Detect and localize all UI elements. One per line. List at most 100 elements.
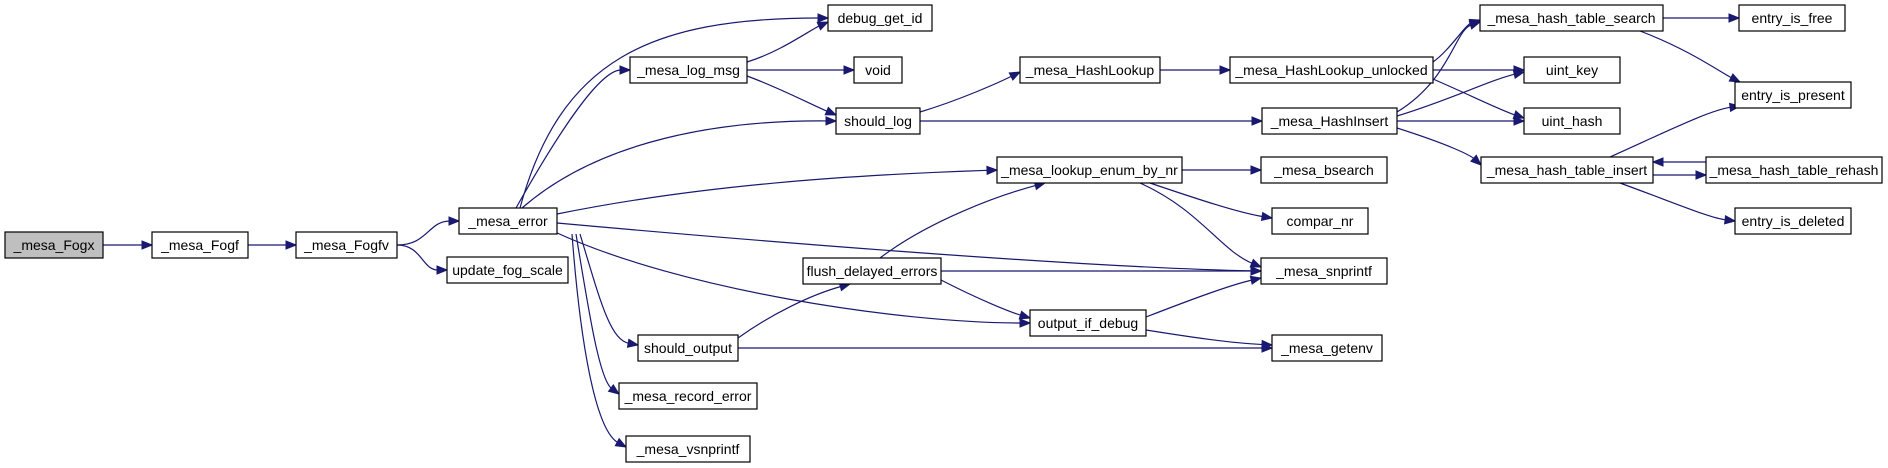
edge-arrowhead [436,265,449,275]
node-label: uint_hash [1542,113,1603,129]
edge-arrowhead [448,216,461,226]
edge-output_if_debug-to-mesa_snprintf [1145,275,1263,318]
edge-mesa_fogfv-to-mesa_error [396,216,461,246]
node-label: debug_get_id [838,10,923,26]
node-mesa_hashlookup[interactable]: _mesa_HashLookup [1019,56,1161,84]
node-mesa_hash_table_insert[interactable]: _mesa_hash_table_insert [1480,156,1654,184]
edge-mesa_lookup_enum_by_nr-to-mesa_bsearch [1182,165,1263,175]
node-flush_delayed_errors[interactable]: flush_delayed_errors [802,257,942,285]
node-mesa_fogfv[interactable]: _mesa_Fogfv [295,231,398,259]
edge-line [396,244,439,271]
node-label: void [865,62,891,78]
edge-arrowhead [285,240,298,250]
node-mesa_bsearch[interactable]: _mesa_bsearch [1260,156,1388,184]
node-mesa_vsnprintf[interactable]: _mesa_vsnprintf [625,435,751,463]
node-debug_get_id[interactable]: debug_get_id [827,4,933,32]
edge-arrowhead [1219,65,1232,75]
node-box [827,4,933,32]
node-label: _mesa_error [467,213,548,229]
edge-arrowhead [607,383,621,395]
edge-mesa_hashlookup-to-mesa_hashlookup_unlocked [1160,65,1232,75]
node-uint_hash[interactable]: uint_hash [1523,107,1621,135]
edge-arrowhead [1018,310,1032,320]
node-box [802,257,942,285]
node-mesa_getenv[interactable]: _mesa_getenv [1271,334,1383,362]
edge-arrowhead [619,65,632,75]
edge-flush_delayed_errors-to-mesa_lookup_enum_by_nr [879,181,1047,259]
node-void[interactable]: void [853,56,903,84]
node-entry_is_free[interactable]: entry_is_free [1738,4,1846,32]
edge-line [396,220,451,246]
edge-mesa_hash_table_search-to-entry_is_present [1639,30,1742,83]
node-label: _mesa_HashLookup [1025,62,1155,78]
edge-arrowhead [843,65,856,75]
node-box [629,56,748,84]
edge-mesa_hashinsert-to-mesa_hash_table_insert [1396,127,1482,166]
edge-mesa_error-to-mesa_lookup_enum_by_nr [556,165,999,215]
node-entry_is_deleted[interactable]: entry_is_deleted [1734,207,1852,235]
node-mesa_hashlookup_unlocked[interactable]: _mesa_HashLookup_unlocked [1229,56,1434,84]
node-box [151,231,249,259]
node-mesa_snprintf[interactable]: _mesa_snprintf [1260,257,1388,285]
node-compar_nr[interactable]: compar_nr [1271,207,1369,235]
edge-mesa_fogx-to-mesa_fogf [103,240,154,250]
edge-mesa_lookup_enum_by_nr-to-compar_nr [1149,182,1274,222]
node-update_fog_scale[interactable]: update_fog_scale [446,256,569,284]
edge-arrowhead [1008,71,1022,81]
edge-arrowhead [1251,116,1264,126]
node-box [1260,156,1388,184]
node-mesa_record_error[interactable]: _mesa_record_error [618,382,758,410]
edge-should_output-to-mesa_getenv [738,343,1274,353]
edge-line [1145,279,1253,318]
node-box [1019,56,1161,84]
node-label: compar_nr [1287,213,1354,229]
node-label: should_output [644,340,732,356]
node-entry_is_present[interactable]: entry_is_present [1734,81,1852,109]
node-label: _mesa_Fogf [160,237,239,253]
edge-line [1145,329,1264,346]
node-mesa_error[interactable]: _mesa_error [458,207,558,235]
node-mesa_hash_table_search[interactable]: _mesa_hash_table_search [1479,4,1664,32]
edge-mesa_log_msg-to-void [747,65,856,75]
node-uint_key[interactable]: uint_key [1523,56,1621,84]
edge-mesa_hash_table_insert-to-entry_is_present [1609,102,1742,158]
node-mesa_log_msg[interactable]: _mesa_log_msg [629,56,748,84]
edge-line [521,120,828,209]
node-label: _mesa_vsnprintf [636,441,740,457]
node-should_log[interactable]: should_log [835,107,921,135]
node-label: _mesa_hash_table_rehash [1709,162,1879,178]
node-label: _mesa_hash_table_insert [1486,162,1647,178]
node-box [1523,56,1621,84]
node-label: _mesa_HashInsert [1270,113,1389,129]
edge-arrowhead [1250,266,1263,276]
edge-mesa_fogf-to-mesa_fogfv [248,240,298,250]
node-mesa_fogx[interactable]: _mesa_Fogx [4,231,104,259]
edge-arrowhead [825,116,838,126]
node-label: output_if_debug [1038,315,1138,331]
node-box [1261,107,1398,135]
node-box [835,107,921,135]
edge-mesa_hash_table_rehash-to-mesa_hash_table_insert [1651,157,1706,167]
edge-arrowhead [1250,165,1263,175]
edge-arrowhead [816,21,830,31]
edge-mesa_hash_table_insert-to-mesa_hash_table_rehash [1653,170,1708,180]
edge-arrowhead [1513,116,1526,126]
edge-output_if_debug-to-mesa_getenv [1145,329,1274,350]
node-mesa_hashinsert[interactable]: _mesa_HashInsert [1261,107,1398,135]
edge-arrowhead [1260,211,1274,222]
edge-arrowhead [817,13,830,23]
node-mesa_hash_table_rehash[interactable]: _mesa_hash_table_rehash [1705,156,1883,184]
node-should_output[interactable]: should_output [637,334,739,362]
node-box [996,156,1183,184]
edge-mesa_hashinsert-to-uint_key [1396,69,1526,117]
node-label: update_fog_scale [452,262,563,278]
node-mesa_lookup_enum_by_nr[interactable]: _mesa_lookup_enum_by_nr [996,156,1183,184]
edge-mesa_lookup_enum_by_nr-to-mesa_snprintf [1139,182,1263,268]
node-output_if_debug[interactable]: output_if_debug [1029,309,1147,337]
edge-arrowhead [1695,170,1708,180]
node-box [1271,334,1383,362]
node-box [637,334,739,362]
edge-arrowhead [824,106,838,116]
node-mesa_fogf[interactable]: _mesa_Fogf [151,231,249,259]
